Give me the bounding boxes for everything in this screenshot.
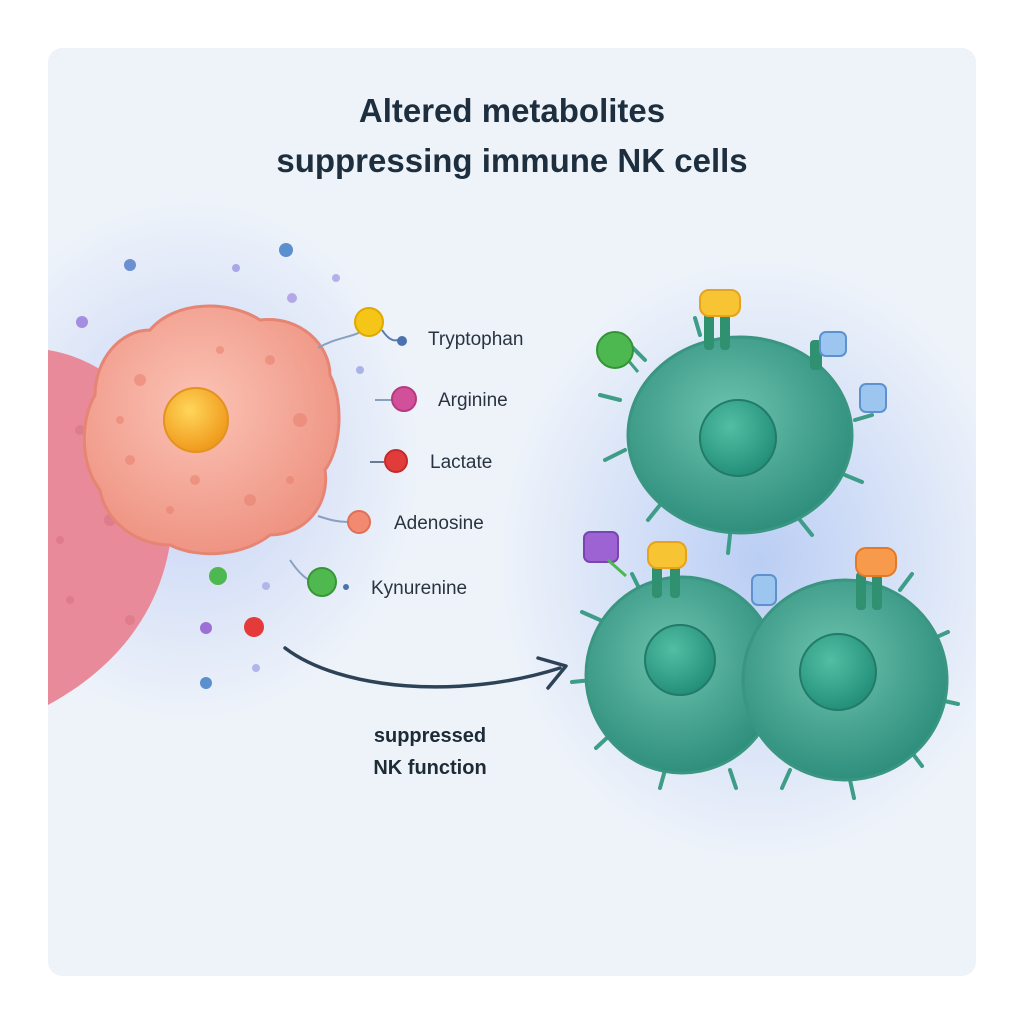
receptor-purple — [583, 531, 619, 563]
tumor-nucleus — [163, 387, 229, 453]
tumor-cell — [82, 304, 341, 556]
title-line-1: Altered metabolites — [358, 92, 666, 129]
nk-nucleus — [644, 624, 716, 696]
metabolite-molecules — [289, 307, 417, 597]
receptor-yellow — [647, 541, 687, 569]
label-adenosine: Adenosine — [394, 513, 484, 534]
nk-cell-bottom-left — [570, 531, 780, 790]
arrow-caption: suppressed NK function — [330, 720, 530, 784]
label-arginine: Arginine — [438, 390, 508, 411]
title-line-2: suppressing immune NK cells — [276, 142, 748, 179]
receptor-blue — [819, 331, 847, 357]
receptor-yellow — [699, 289, 741, 317]
kynurenine-molecule — [307, 567, 337, 597]
adenosine-molecule — [347, 510, 371, 534]
caption-line-1: suppressed — [373, 725, 487, 747]
receptor-blue — [859, 383, 887, 413]
label-lactate: Lactate — [430, 452, 493, 473]
label-kynurenine: Kynurenine — [371, 578, 468, 599]
scattered-molecules — [76, 243, 364, 689]
suppression-arrow — [283, 646, 568, 690]
tryptophan-molecule — [354, 307, 384, 337]
kynurenine-bound — [596, 331, 634, 369]
lactate-molecule — [384, 449, 408, 473]
label-tryptophan: Tryptophan — [428, 329, 524, 350]
diagram-title: Altered metabolites suppressing immune N… — [0, 86, 1024, 186]
nk-nucleus — [699, 399, 777, 477]
caption-line-2: NK function — [373, 757, 487, 779]
nk-cell-top — [596, 289, 887, 555]
nk-nucleus — [799, 633, 877, 711]
nk-cell-bottom-right — [741, 547, 960, 800]
arginine-molecule — [391, 386, 417, 412]
receptor-blue — [751, 574, 777, 606]
receptor-orange — [855, 547, 897, 577]
